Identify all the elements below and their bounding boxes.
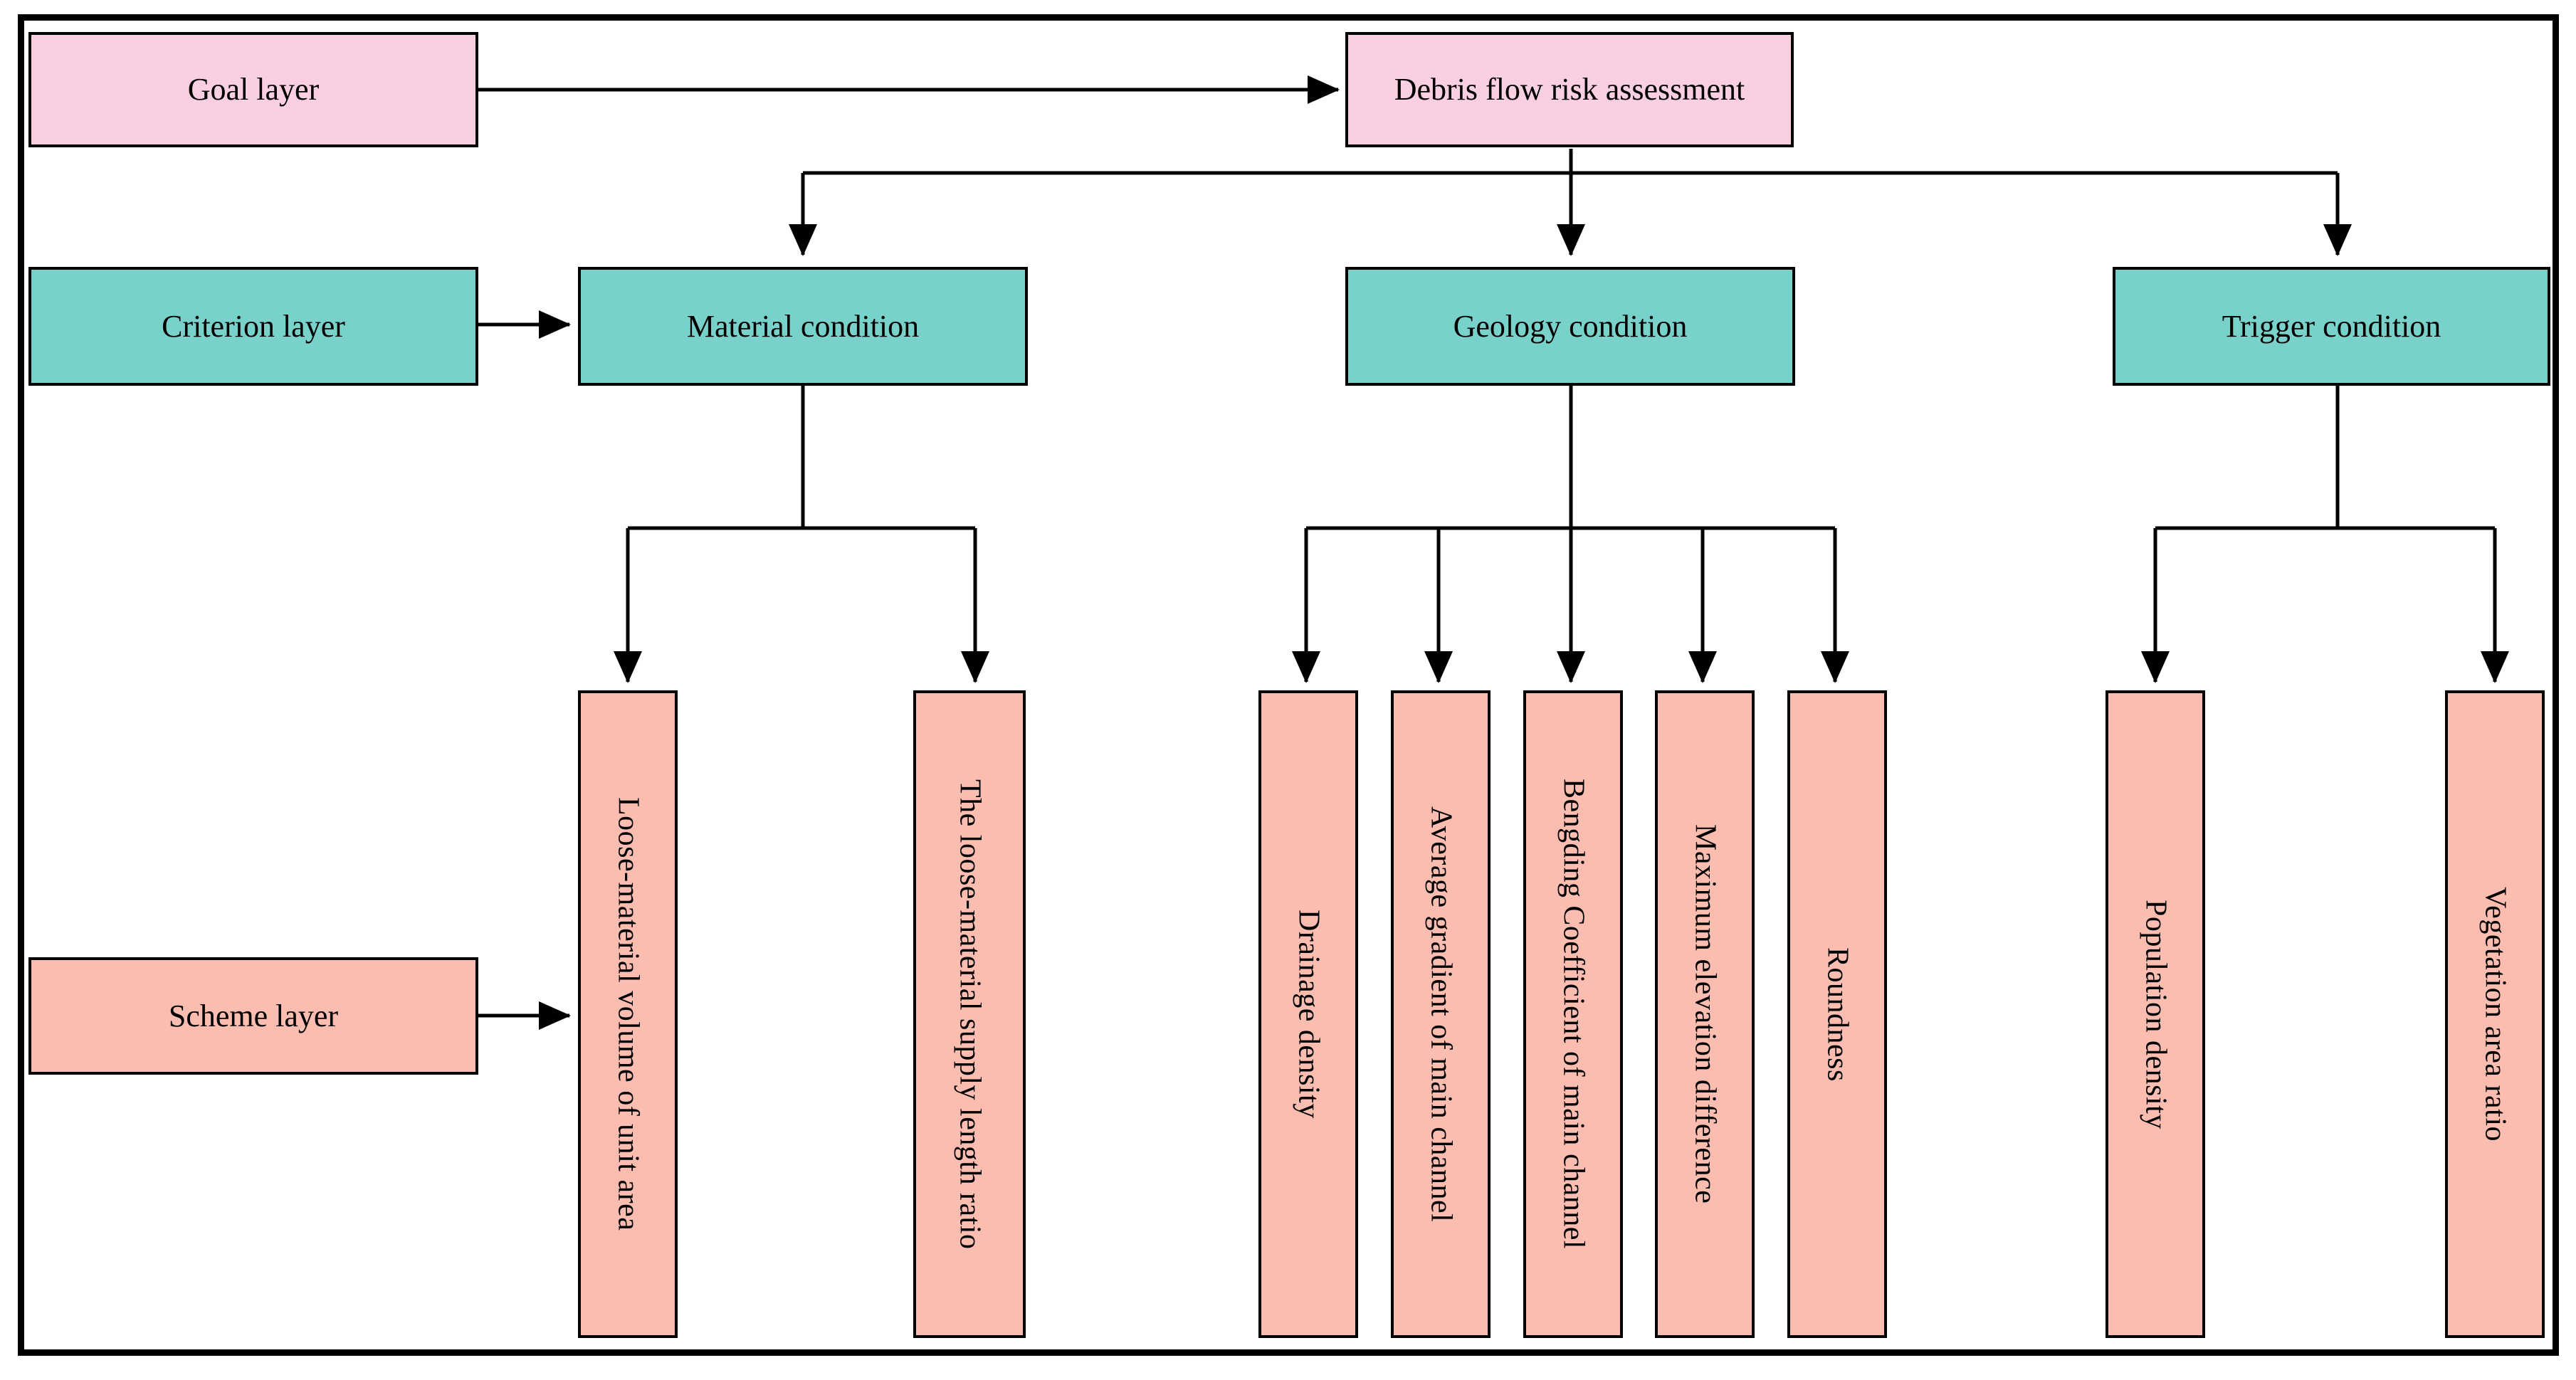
criterion-trigger-condition-label: Trigger condition	[2222, 308, 2441, 344]
indicator-label: Population density	[2139, 899, 2172, 1129]
indicator-average-gradient-of-main-channel[interactable]: Average gradient of main channel	[1391, 690, 1491, 1338]
indicator-label: Roundness	[1821, 947, 1854, 1082]
diagram-outer-frame	[18, 14, 2559, 1356]
indicator-label: Maximum elevation difference	[1688, 824, 1722, 1204]
indicator-population-density[interactable]: Population density	[2106, 690, 2205, 1338]
indicator-label: Bengding Coefficient of main channel	[1557, 779, 1590, 1250]
criterion-geology-condition-label: Geology condition	[1453, 308, 1688, 344]
goal-layer-label-box[interactable]: Goal layer	[28, 32, 478, 147]
goal-layer-label: Goal layer	[187, 72, 320, 107]
indicator-loose-material-volume-of-unit-area[interactable]: Loose-material volume of unit area	[578, 690, 678, 1338]
indicator-roundness[interactable]: Roundness	[1787, 690, 1887, 1338]
indicator-bengding-coefficient-of-main-channel[interactable]: Bengding Coefficient of main channel	[1523, 690, 1623, 1338]
criterion-layer-label-box[interactable]: Criterion layer	[28, 267, 478, 386]
scheme-layer-label: Scheme layer	[168, 998, 339, 1033]
indicator-vegetation-area-ratio[interactable]: Vegetation area ratio	[2445, 690, 2545, 1338]
criterion-layer-label: Criterion layer	[162, 308, 345, 344]
indicator-label: The loose-material supply length ratio	[953, 779, 987, 1250]
indicator-label: Drainage density	[1292, 910, 1325, 1119]
root-node-label: Debris flow risk assessment	[1394, 72, 1745, 107]
indicator-the-loose-material-supply-length-ratio[interactable]: The loose-material supply length ratio	[913, 690, 1026, 1338]
criterion-geology-condition[interactable]: Geology condition	[1345, 267, 1795, 386]
scheme-layer-label-box[interactable]: Scheme layer	[28, 957, 478, 1075]
indicator-label: Vegetation area ratio	[2478, 887, 2512, 1142]
criterion-material-condition[interactable]: Material condition	[578, 267, 1028, 386]
criterion-trigger-condition[interactable]: Trigger condition	[2113, 267, 2550, 386]
indicator-label: Loose-material volume of unit area	[611, 797, 645, 1231]
root-node-debris-flow-risk-assessment[interactable]: Debris flow risk assessment	[1345, 32, 1794, 147]
criterion-material-condition-label: Material condition	[686, 308, 920, 344]
indicator-label: Average gradient of main channel	[1424, 806, 1458, 1223]
indicator-drainage-density[interactable]: Drainage density	[1258, 690, 1358, 1338]
indicator-maximum-elevation-difference[interactable]: Maximum elevation difference	[1655, 690, 1755, 1338]
